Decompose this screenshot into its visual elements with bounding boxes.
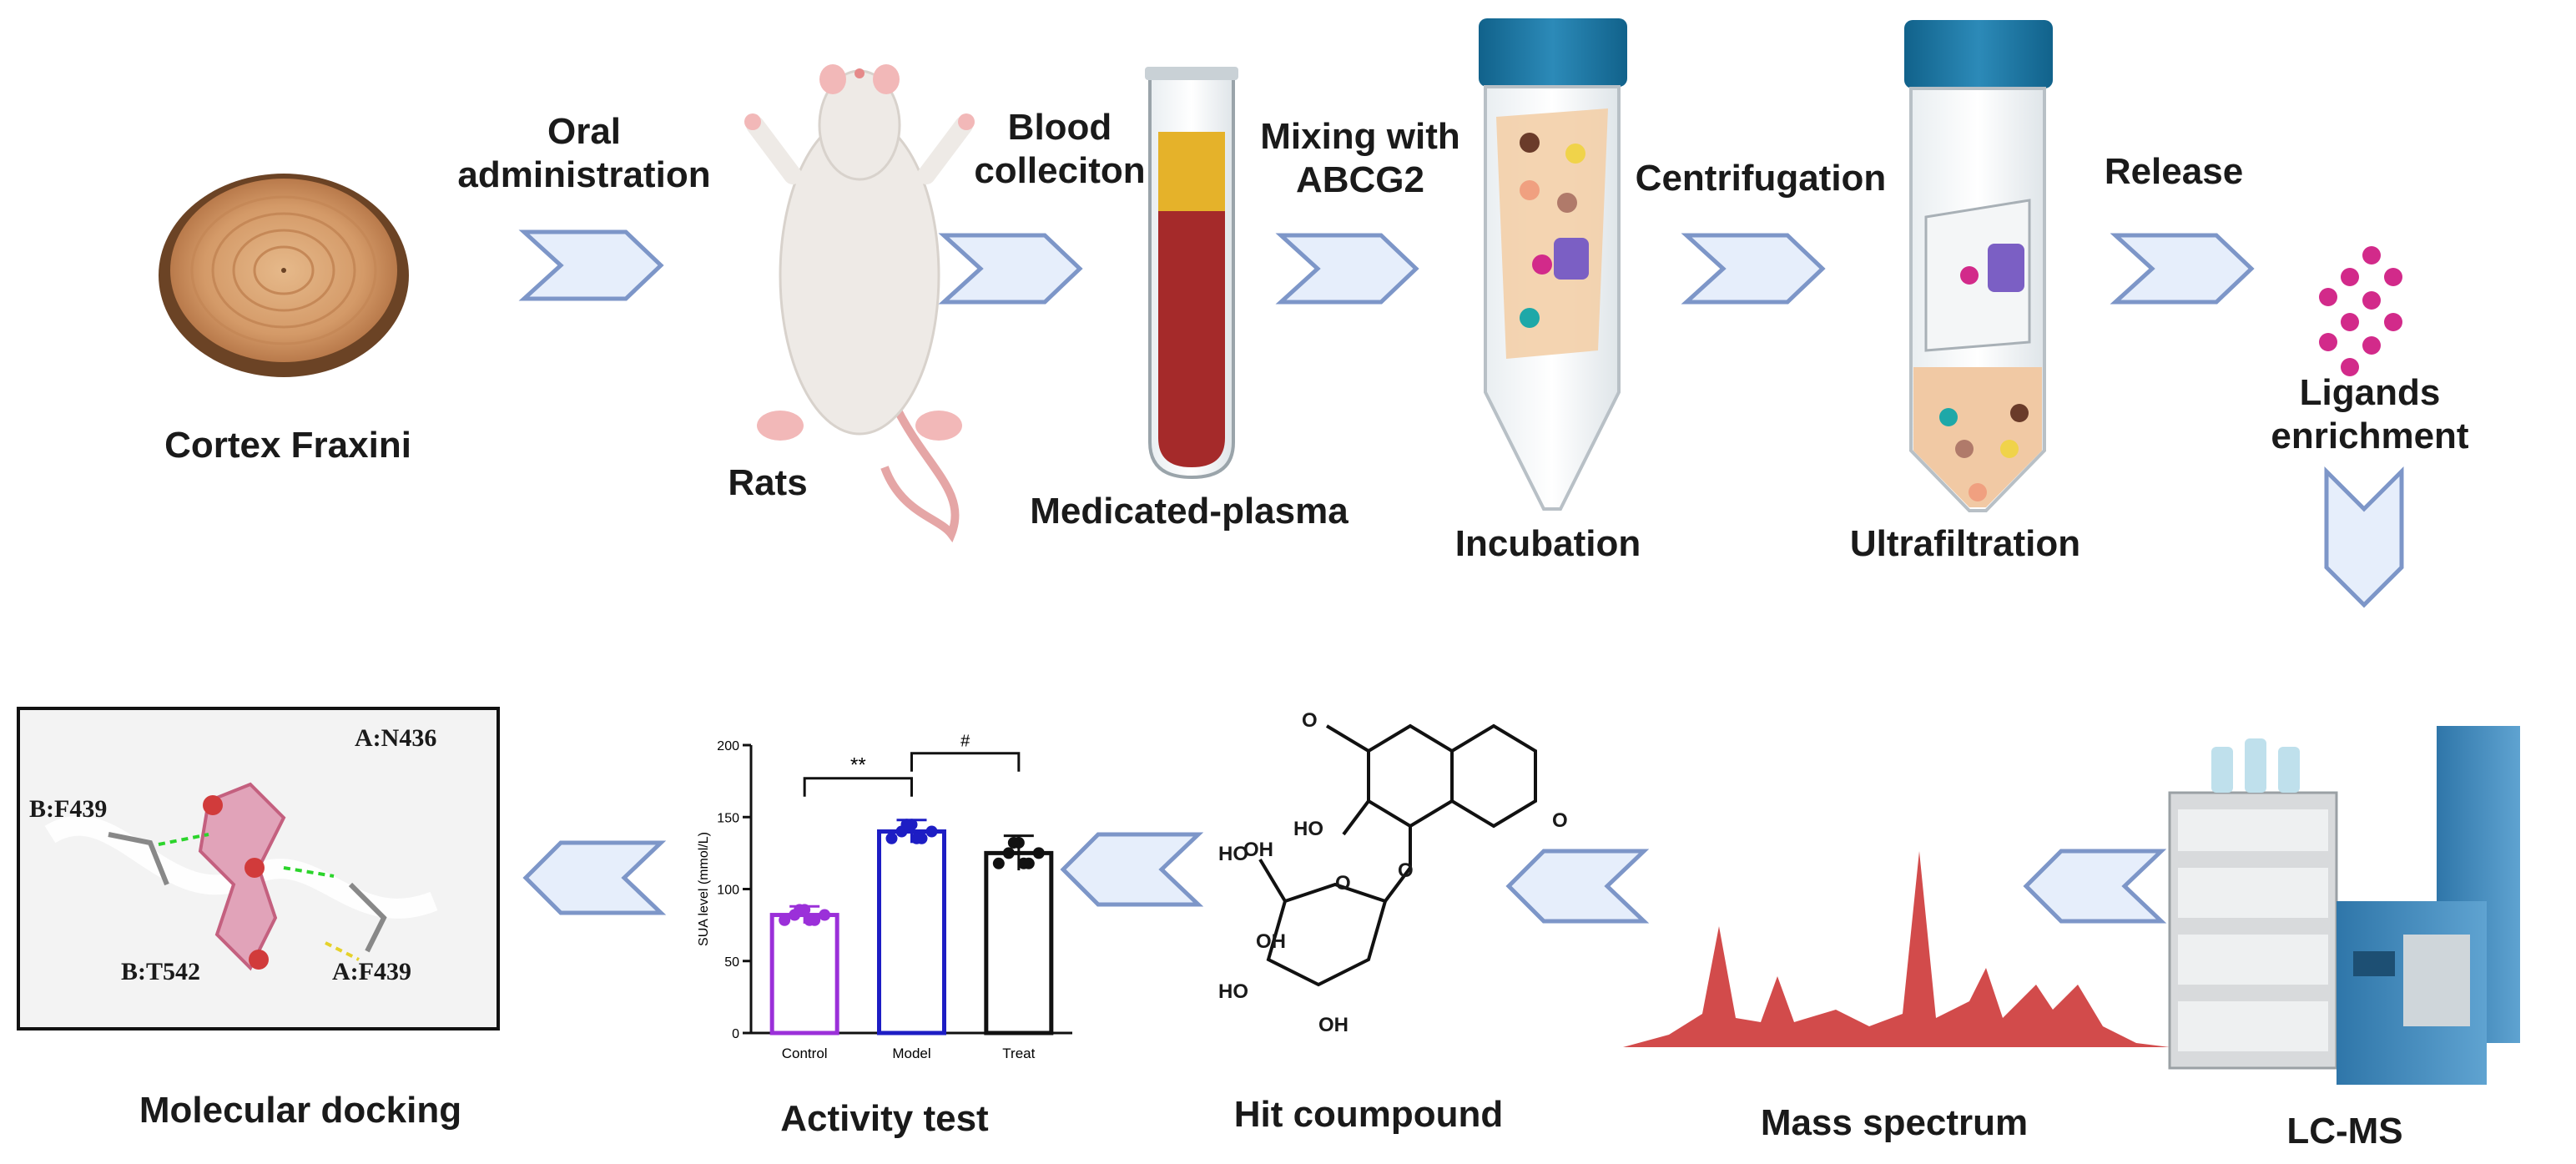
chart-data-point bbox=[885, 832, 898, 844]
label-rats: Rats bbox=[728, 462, 808, 503]
atom-label: O bbox=[1398, 859, 1414, 882]
chart-x-tick-label: Control bbox=[782, 1046, 828, 1061]
docking-panel bbox=[17, 707, 500, 1030]
atom-label: O bbox=[1552, 809, 1568, 832]
arrow-left-icon bbox=[1060, 832, 1204, 907]
label-ultrafiltration: Ultrafiltration bbox=[1849, 523, 2081, 564]
chart-data-point bbox=[910, 832, 923, 844]
label-molecular-docking: Molecular docking bbox=[139, 1090, 462, 1131]
label-ligands-enrichment: Ligands enrichment bbox=[2271, 372, 2469, 456]
docking-label-a-n436: A:N436 bbox=[355, 724, 437, 752]
label-oral-administration: Oral administration bbox=[457, 111, 711, 195]
docking-label-a-f439: A:F439 bbox=[332, 958, 411, 985]
chart-significance-bracket bbox=[910, 752, 1021, 772]
docking-label-b-t542: B:T542 bbox=[121, 958, 201, 985]
atom-label: OH bbox=[1256, 930, 1286, 953]
atom-label: HO bbox=[1293, 818, 1323, 840]
atom-label: O bbox=[1335, 872, 1351, 894]
label-hit-compound: Hit coumpound bbox=[1233, 1094, 1504, 1135]
label-cortex-fraxini: Cortex Fraxini bbox=[164, 425, 411, 466]
ultrafiltration-tube-icon bbox=[1904, 20, 2053, 512]
label-release: Release bbox=[2104, 151, 2244, 192]
label-lcms: LC-MS bbox=[2286, 1111, 2403, 1151]
chart-data-point bbox=[992, 857, 1005, 869]
chart-data-point bbox=[819, 909, 831, 921]
label-mixing-abcg2: Mixing with ABCG2 bbox=[1260, 116, 1460, 200]
arrow-left-icon bbox=[1505, 849, 1650, 924]
arrow-right-icon bbox=[1681, 233, 1826, 305]
atom-label: OH bbox=[1318, 1014, 1348, 1036]
chart-bar bbox=[877, 829, 946, 1036]
label-blood-collection: Blood colleciton bbox=[974, 107, 1146, 191]
rat-icon bbox=[744, 64, 975, 543]
blood-tube-icon bbox=[1145, 67, 1238, 480]
chart-data-point bbox=[900, 819, 913, 831]
docking-label-b-f439: B:F439 bbox=[29, 795, 108, 823]
label-incubation: Incubation bbox=[1454, 523, 1641, 564]
chart-bar bbox=[769, 913, 839, 1036]
incubation-tube-icon bbox=[1479, 18, 1627, 511]
chart-x-tick-label: Model bbox=[892, 1046, 930, 1061]
label-mass-spectrum: Mass spectrum bbox=[1760, 1102, 2029, 1143]
chart-data-point bbox=[1017, 857, 1030, 869]
atom-label: OH bbox=[1243, 839, 1273, 861]
hit-compound-structure bbox=[1258, 723, 1537, 987]
chart-significance-bracket bbox=[803, 777, 913, 797]
atom-label: HO bbox=[1218, 980, 1248, 1003]
lcms-instrument-icon bbox=[2168, 726, 2520, 1085]
arrow-right-icon bbox=[2110, 233, 2255, 305]
chart-y-tick-label: 150 bbox=[717, 811, 739, 825]
chart-significance-label: ** bbox=[850, 754, 866, 777]
chart-data-point bbox=[794, 904, 806, 916]
chart-y-axis-label: SUA level (mmol/L) bbox=[697, 832, 711, 946]
chart-y-tick-label: 50 bbox=[724, 955, 739, 970]
arrow-down-icon bbox=[2324, 466, 2404, 608]
mass-spectrum-plot bbox=[1623, 851, 2170, 1047]
flow-arrows bbox=[518, 229, 2404, 924]
chart-y-tick-label: 200 bbox=[717, 739, 739, 753]
chart-data-point bbox=[1002, 847, 1015, 859]
chart-x-tick-label: Treat bbox=[1002, 1046, 1035, 1061]
chart-data-point bbox=[804, 914, 816, 926]
chart-y-tick-label: 100 bbox=[717, 884, 739, 898]
atom-label: HO bbox=[1218, 843, 1248, 865]
arrow-right-icon bbox=[938, 233, 1083, 305]
atom-label: O bbox=[1302, 709, 1318, 732]
arrow-left-icon bbox=[2023, 849, 2167, 924]
arrow-right-icon bbox=[518, 229, 664, 301]
label-medicated-plasma: Medicated-plasma bbox=[1030, 491, 1348, 532]
label-centrifugation: Centrifugation bbox=[1635, 158, 1887, 199]
chart-data-point bbox=[1007, 836, 1020, 849]
chart-data-point bbox=[779, 914, 791, 926]
ligand-dots-icon bbox=[2319, 246, 2402, 376]
chart-data-point bbox=[1032, 847, 1045, 859]
chart-y-tick-label: 0 bbox=[732, 1027, 739, 1041]
chart-significance-label: # bbox=[960, 733, 970, 751]
label-activity-test: Activity test bbox=[780, 1098, 989, 1139]
wood-slice-icon bbox=[159, 174, 409, 377]
chart-bar bbox=[984, 850, 1054, 1036]
arrow-left-icon bbox=[522, 840, 667, 915]
chart-data-point bbox=[925, 825, 938, 838]
arrow-right-icon bbox=[1275, 233, 1419, 305]
